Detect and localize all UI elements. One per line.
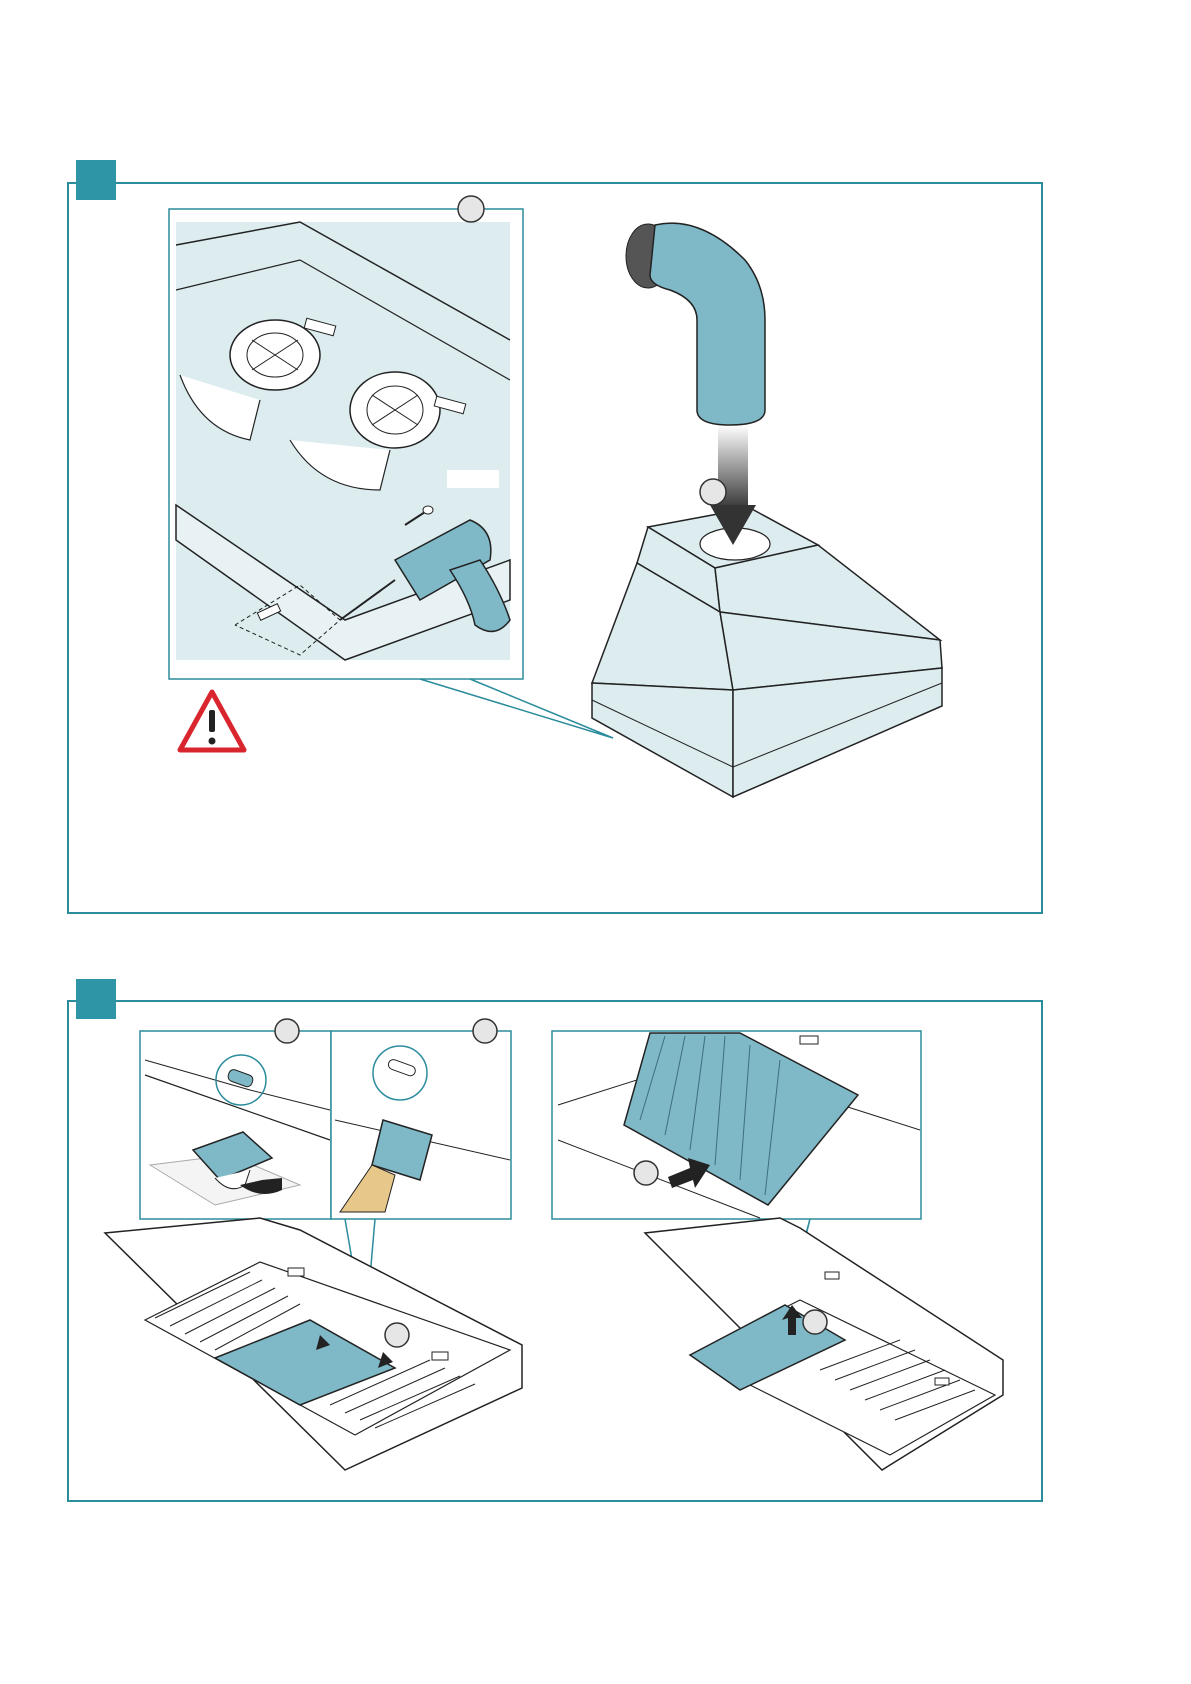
duct-elbow-icon [626, 223, 765, 425]
hood-with-duct [592, 223, 942, 797]
callout-a1 [458, 196, 484, 222]
warning-triangle-icon [180, 692, 244, 750]
callout-a2 [700, 479, 726, 505]
filter-slide-detail [552, 1031, 921, 1219]
detail-drill-mounting [169, 209, 523, 679]
filter-tab-detail-1 [140, 1031, 331, 1219]
hood-filter-insertion [645, 1218, 1003, 1470]
hood-filter-removal [105, 1218, 522, 1470]
filter-tab-detail-2 [331, 1031, 511, 1219]
